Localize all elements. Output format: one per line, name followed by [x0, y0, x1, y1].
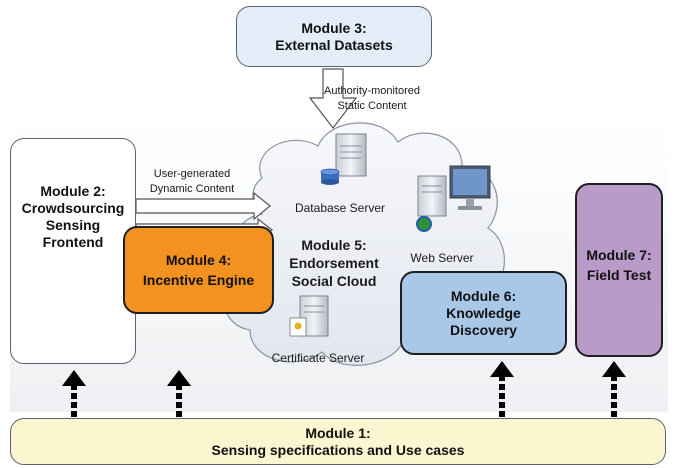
module4-box: Module 4: Incentive Engine: [123, 226, 274, 314]
module7-box: Module 7: Field Test: [575, 183, 663, 357]
module6-box: Module 6: Knowledge Discovery: [400, 271, 567, 355]
up-arrow-module6: [490, 361, 514, 417]
certificate-server-label: Certificate Server: [272, 351, 365, 365]
module6-line2: Knowledge: [446, 304, 521, 321]
authority-label-line1: Authority-monitored: [324, 85, 420, 97]
certificate-server-icon: [289, 295, 329, 337]
database-server-label: Database Server: [295, 201, 385, 215]
dynamic-content-arrow-1: [135, 191, 271, 221]
module6-title: Module 6:: [450, 287, 517, 304]
database-server-icon: [320, 133, 367, 185]
static-content-arrow: [308, 68, 358, 129]
web-server-icon: [416, 165, 491, 232]
user-generated-label-line2: Dynamic Content: [150, 183, 234, 195]
module3-subtitle: External Datasets: [275, 36, 393, 53]
module6-line3: Discovery: [450, 321, 517, 338]
module2-line4: Frontend: [42, 234, 104, 250]
module5-line1: Module 5:: [301, 237, 366, 253]
user-generated-label-line1: User-generated: [154, 168, 230, 180]
module1-box: Module 1: Sensing specifications and Use…: [10, 418, 666, 465]
authority-label-line2: Static Content: [337, 100, 406, 112]
module7-title: Module 7:: [586, 247, 652, 263]
up-arrow-module7: [602, 361, 626, 417]
module3-box: Module 3: External Datasets: [236, 6, 432, 67]
up-arrow-module4: [167, 370, 191, 417]
module2-line2: Crowdsourcing: [21, 200, 125, 216]
module1-subtitle: Sensing specifications and Use cases: [211, 441, 465, 458]
module2-line3: Sensing: [45, 217, 101, 233]
module3-title: Module 3:: [301, 19, 367, 36]
module4-title: Module 4:: [165, 252, 232, 268]
up-arrow-module2: [62, 370, 86, 417]
module2-title: Module 2:: [40, 183, 106, 199]
module7-subtitle: Field Test: [586, 267, 652, 283]
module2-box: Module 2: Crowdsourcing Sensing Frontend: [10, 138, 136, 364]
module1-title: Module 1:: [305, 424, 371, 441]
web-server-label: Web Server: [410, 251, 473, 265]
module4-subtitle: Incentive Engine: [142, 272, 255, 288]
module5-line3: Social Cloud: [292, 273, 377, 289]
module5-line2: Endorsement: [289, 255, 379, 271]
